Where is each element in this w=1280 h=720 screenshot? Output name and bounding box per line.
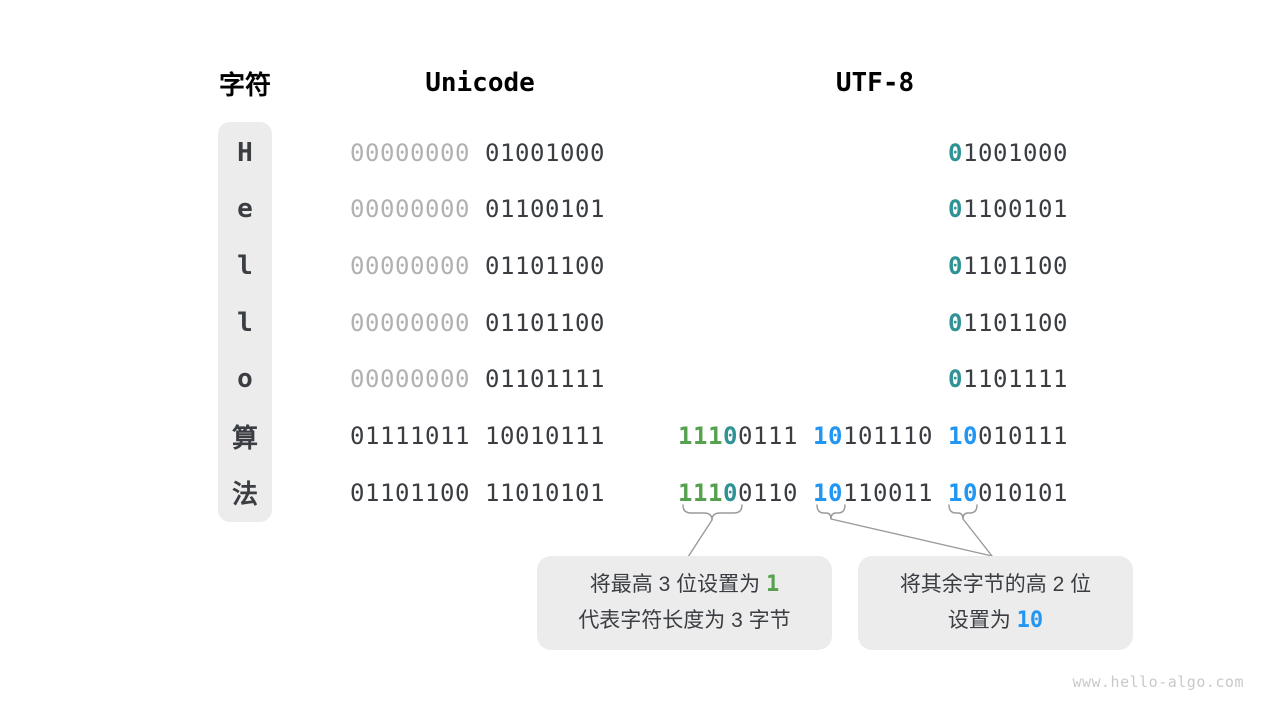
unicode-bits: 00000000 01101100 (305, 294, 605, 351)
bits-segment-dark: 1101100 (963, 308, 1068, 337)
char-column-background (218, 122, 272, 522)
char-label: 法 (231, 480, 258, 511)
bits-segment-dark: 将其余字节的高 2 位 (899, 573, 1092, 596)
char-label: 算 (231, 423, 258, 454)
unicode-bits: 00000000 01001000 (305, 124, 605, 181)
unicode-bits: 01111011 10010111 (305, 408, 605, 465)
unicode-bits: 00000000 01100101 (305, 181, 605, 238)
bits-segment-gray: 00000000 (350, 195, 470, 224)
bits-segment-dark: 101110 (843, 422, 948, 450)
bits-segment-teal: 0 (948, 138, 963, 167)
column-header-unicode: Unicode (425, 68, 535, 98)
bits-segment-dark: 1100101 (963, 195, 1068, 224)
header-row: 字符 (218, 66, 272, 100)
callout-high-bits: 将最高 3 位设置为 1 代表字符长度为 3 字节 (537, 556, 832, 650)
bits-segment-blue: 10 (813, 478, 843, 507)
column-header-utf8: UTF-8 (835, 68, 915, 98)
watermark: www.hello-algo.com (1072, 673, 1244, 691)
bits-segment-blue: 10 (948, 422, 978, 450)
bits-segment-dark: 01101100 11010101 (350, 478, 605, 507)
callout-continuation-bits: 将其余字节的高 2 位设置为 10 (858, 556, 1133, 650)
char-label: o (237, 364, 253, 395)
bits-segment-gray: 00000000 (350, 251, 470, 280)
bits-segment-blue: 10 (948, 478, 978, 507)
bits-segment-teal: 0 (723, 478, 738, 507)
bits-segment-dark: 010101 (978, 478, 1068, 507)
bits-segment-blue: 10 (813, 422, 843, 450)
bits-segment-dark: 01001000 (470, 138, 605, 167)
callout-line: 代表字符长度为 3 字节 (578, 603, 790, 639)
unicode-bits: 00000000 01101100 (305, 237, 605, 294)
char-label: e (237, 194, 253, 225)
callout-line: 设置为 10 (948, 603, 1043, 639)
bits-segment-dark: 010111 (978, 422, 1068, 450)
bits-segment-teal: 0 (948, 365, 963, 394)
bits-segment-green: 111 (678, 478, 723, 507)
char-label: l (237, 250, 253, 281)
unicode-bits: 00000000 01101111 (305, 351, 605, 408)
bits-segment-teal: 0 (948, 308, 963, 337)
bits-segment-teal: 0 (723, 422, 738, 450)
char-label: l (237, 307, 253, 338)
bits-segment-dark: 1101111 (963, 365, 1068, 394)
bits-segment-dark: 01101100 (470, 308, 605, 337)
unicode-bits: 01101100 11010101 (305, 464, 605, 521)
callout-line: 将最高 3 位设置为 1 (590, 567, 779, 603)
bits-segment-dark: 01111011 10010111 (350, 422, 605, 450)
bits-segment-teal: 0 (948, 195, 963, 224)
bits-segment-dark: 0111 (738, 422, 813, 450)
bits-segment-dark: 代表字符长度为 3 字节 (578, 609, 791, 632)
bits-segment-dark: 设置为 (947, 609, 1017, 632)
bits-segment-gray: 00000000 (350, 365, 470, 394)
bits-segment-green: 111 (678, 422, 723, 450)
bits-segment-dark: 01101111 (470, 365, 605, 394)
bits-segment-dark: 110011 (843, 478, 948, 507)
char-label: H (237, 137, 253, 168)
bits-segment-green: 1 (765, 572, 780, 597)
bits-segment-dark: 1001000 (963, 138, 1068, 167)
bits-segment-gray: 00000000 (350, 138, 470, 167)
bits-segment-teal: 0 (948, 251, 963, 280)
bits-segment-blue: 10 (1016, 608, 1044, 633)
bits-segment-dark: 1101100 (963, 251, 1068, 280)
callout-line: 将其余字节的高 2 位 (900, 567, 1091, 603)
column-header-char: 字符 (218, 69, 271, 100)
bits-segment-gray: 00000000 (350, 308, 470, 337)
bits-segment-dark: 0110 (738, 478, 813, 507)
bits-segment-dark: 将最高 3 位设置为 (589, 573, 766, 596)
bits-segment-dark: 01101100 (470, 251, 605, 280)
bits-segment-dark: 01100101 (470, 195, 605, 224)
